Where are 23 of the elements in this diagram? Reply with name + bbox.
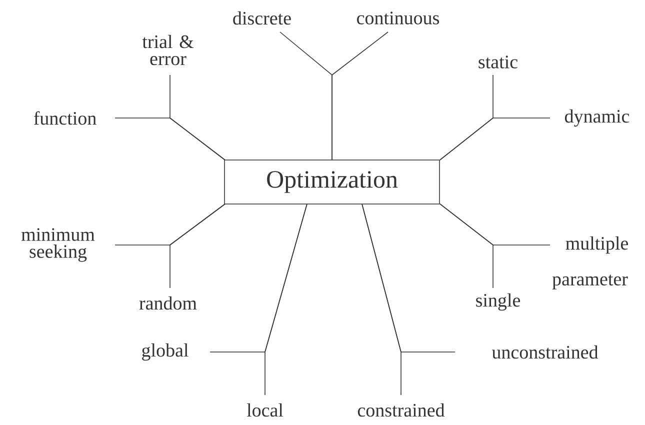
branch-label: minimum seeking (21, 228, 95, 262)
branch-line (264, 204, 308, 396)
branch-line (362, 204, 402, 396)
branch-label: dynamic (564, 109, 630, 127)
branch-line (332, 32, 388, 160)
branch-label: multiple (566, 236, 628, 254)
branch-label: constrained (358, 403, 445, 417)
branch-line (114, 118, 226, 160)
branch-label: discrete (233, 11, 291, 25)
branch-label: local (246, 403, 284, 417)
branch-label: function (34, 111, 96, 125)
branch-line (440, 204, 494, 288)
branch-label: static (478, 56, 518, 68)
branch-label: unconstrained (492, 345, 598, 359)
branch-label: trial & error (142, 34, 194, 66)
branch-line (170, 204, 226, 288)
title-box: Optimization (224, 160, 440, 204)
branch-label: continuous (357, 12, 440, 24)
branch-line (440, 118, 550, 160)
branch-label: random (139, 296, 197, 310)
branch-label: global (142, 343, 188, 361)
branch-label: single (476, 293, 520, 311)
group-label: parameter (552, 274, 628, 290)
